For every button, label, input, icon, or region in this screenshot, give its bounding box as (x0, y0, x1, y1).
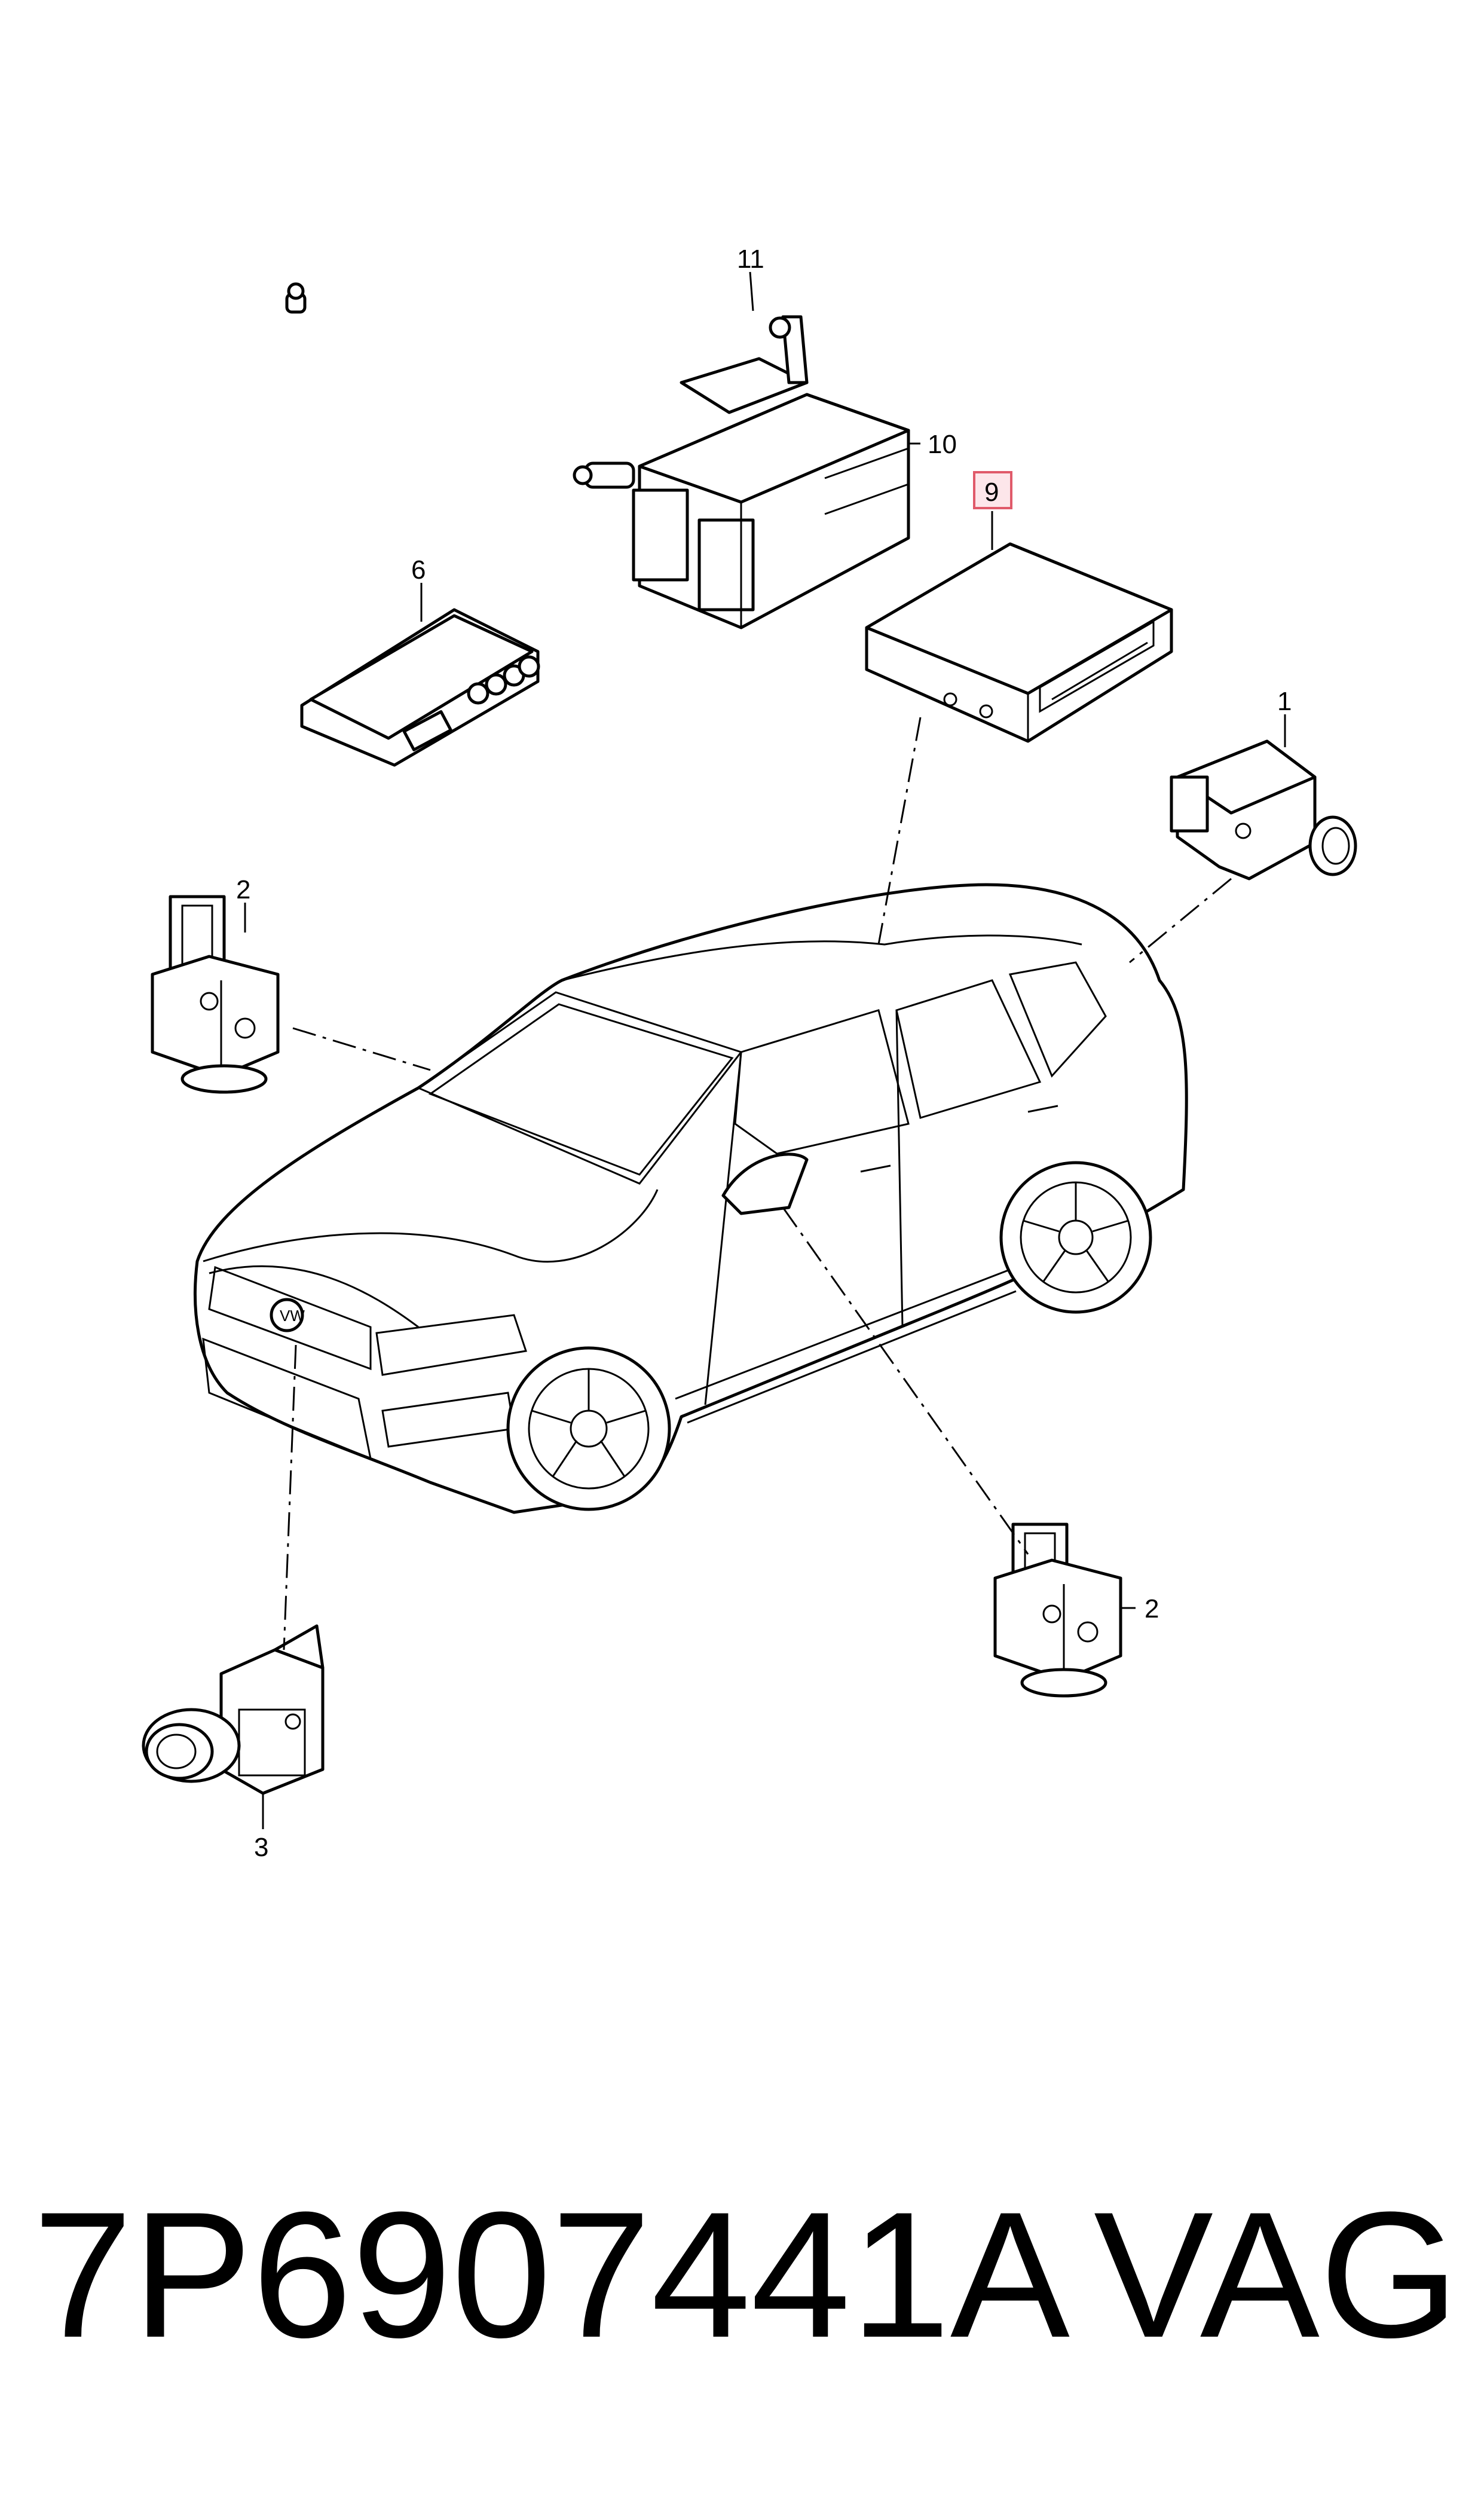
location-lines (283, 717, 1232, 1650)
callout-1: 1 (1277, 687, 1292, 716)
leader-lines (244, 271, 1286, 1829)
part-3-rear-camera (142, 1624, 325, 1795)
callout-11: 11 (737, 244, 764, 274)
part-1-camera (1170, 739, 1357, 881)
vehicle-outline: VW (194, 883, 1188, 1514)
part-2-left-camera (151, 895, 280, 1094)
brand-name: VAG (1094, 2174, 1459, 2375)
part-11-screw (285, 282, 307, 314)
callout-9: 9 (984, 478, 999, 507)
part-10-bracket (573, 315, 910, 629)
callout-3: 3 (254, 1833, 268, 1862)
svg-text:VW: VW (280, 1307, 305, 1325)
callouts: 11 10 9 6 1 2 2 3 (236, 244, 1292, 1862)
part-2-right-camera (993, 1523, 1122, 1698)
part-number: 7P6907441A (33, 2174, 1070, 2375)
part-6-module (300, 608, 540, 767)
callout-10: 10 (928, 430, 957, 459)
callout-2-right: 2 (1145, 1594, 1159, 1624)
part-9-control-unit (865, 542, 1173, 743)
callout-6: 6 (411, 555, 426, 585)
footer: 7P6907441A VAG (0, 2176, 1484, 2373)
callout-9-highlight-box (973, 471, 1012, 509)
callout-2-left: 2 (236, 875, 250, 904)
